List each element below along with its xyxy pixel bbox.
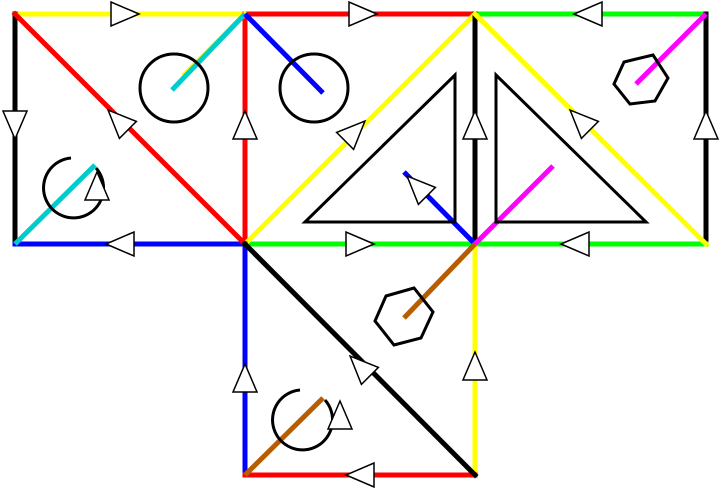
spoke-s2-top bbox=[243, 12, 325, 95]
spoke-s3-inner bbox=[473, 164, 555, 246]
hexagon-icon bbox=[373, 286, 435, 347]
direction-arrow-icon bbox=[572, 0, 603, 28]
direction-arrow-icon bbox=[231, 362, 259, 393]
direction-arrow-icon bbox=[348, 0, 379, 28]
triangle-icon bbox=[301, 71, 457, 224]
spoke-s1-bottom bbox=[13, 163, 97, 246]
spoke-s4-bottom bbox=[243, 396, 325, 477]
edge-s1-diagonal bbox=[11, 10, 249, 248]
direction-arrow-icon bbox=[461, 109, 489, 140]
circle-icon bbox=[138, 52, 210, 124]
triangle-icon bbox=[494, 71, 650, 224]
spoke-s3-top bbox=[634, 12, 708, 86]
spoke-s4-top bbox=[402, 242, 477, 320]
direction-arrow-icon bbox=[83, 170, 111, 201]
direction-arrow-icon bbox=[344, 461, 375, 489]
direction-arrow-icon bbox=[559, 230, 590, 258]
direction-arrow-icon bbox=[104, 230, 135, 258]
direction-arrow-icon bbox=[326, 399, 354, 430]
direction-arrow-icon bbox=[692, 109, 720, 140]
direction-arrow-icon bbox=[345, 230, 376, 258]
direction-arrow-icon bbox=[348, 354, 380, 386]
direction-arrow-icon bbox=[1, 110, 29, 141]
direction-arrow-icon bbox=[335, 119, 367, 151]
spoke-s1-top bbox=[170, 12, 247, 92]
hexagon-icon bbox=[612, 53, 670, 106]
circle-icon bbox=[278, 52, 350, 124]
direction-arrow-icon bbox=[110, 0, 141, 28]
direction-arrow-icon bbox=[231, 109, 259, 140]
direction-arrow-icon bbox=[106, 108, 138, 140]
direction-arrow-icon bbox=[568, 108, 600, 140]
direction-arrow-icon bbox=[461, 350, 489, 381]
direction-arrow-icon bbox=[405, 174, 437, 206]
